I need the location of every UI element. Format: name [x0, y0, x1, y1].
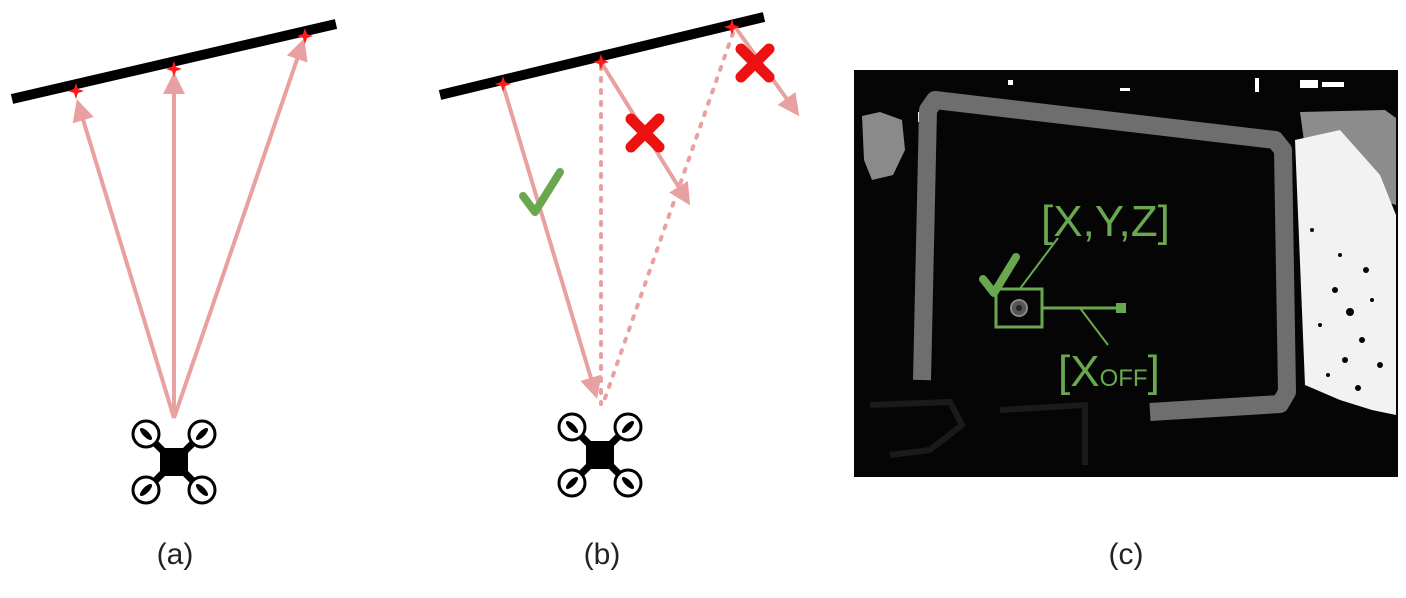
sight-line-dotted: [601, 31, 735, 406]
caption-a: (a): [156, 538, 194, 571]
quadcopter-icon: [133, 421, 215, 503]
ray-arrow-accepted: [501, 84, 602, 399]
target-marker-center: [1016, 305, 1022, 311]
caption-c: (c): [1108, 538, 1144, 571]
depth-floor: [999, 401, 1088, 465]
depth-patch: [1295, 130, 1396, 415]
quadcopter-icon: [559, 414, 641, 496]
point-label: [X,Y,Z]: [1041, 197, 1170, 246]
depth-floor: [869, 398, 966, 458]
offset-label: [XOFF]: [1058, 347, 1160, 396]
point-label-leader: [1018, 237, 1059, 291]
offset-label-leader: [1079, 307, 1109, 346]
depth-noise: [1310, 228, 1383, 391]
panel-b: [438, 12, 800, 496]
cross-icon: [631, 119, 659, 147]
door-frame: [913, 91, 1296, 421]
panel-c: [X,Y,Z] [XOFF]: [854, 70, 1398, 477]
checkmark-icon: [519, 168, 564, 216]
wall-line: [438, 12, 766, 100]
offset-endpoint: [1116, 303, 1126, 313]
checkmark-icon: [979, 253, 1020, 297]
ray-arrow-left: [72, 99, 176, 419]
ray-arrow-right: [172, 38, 308, 419]
panel-a: [10, 19, 338, 503]
caption-b: (b): [583, 538, 621, 571]
depth-patch: [862, 112, 905, 180]
